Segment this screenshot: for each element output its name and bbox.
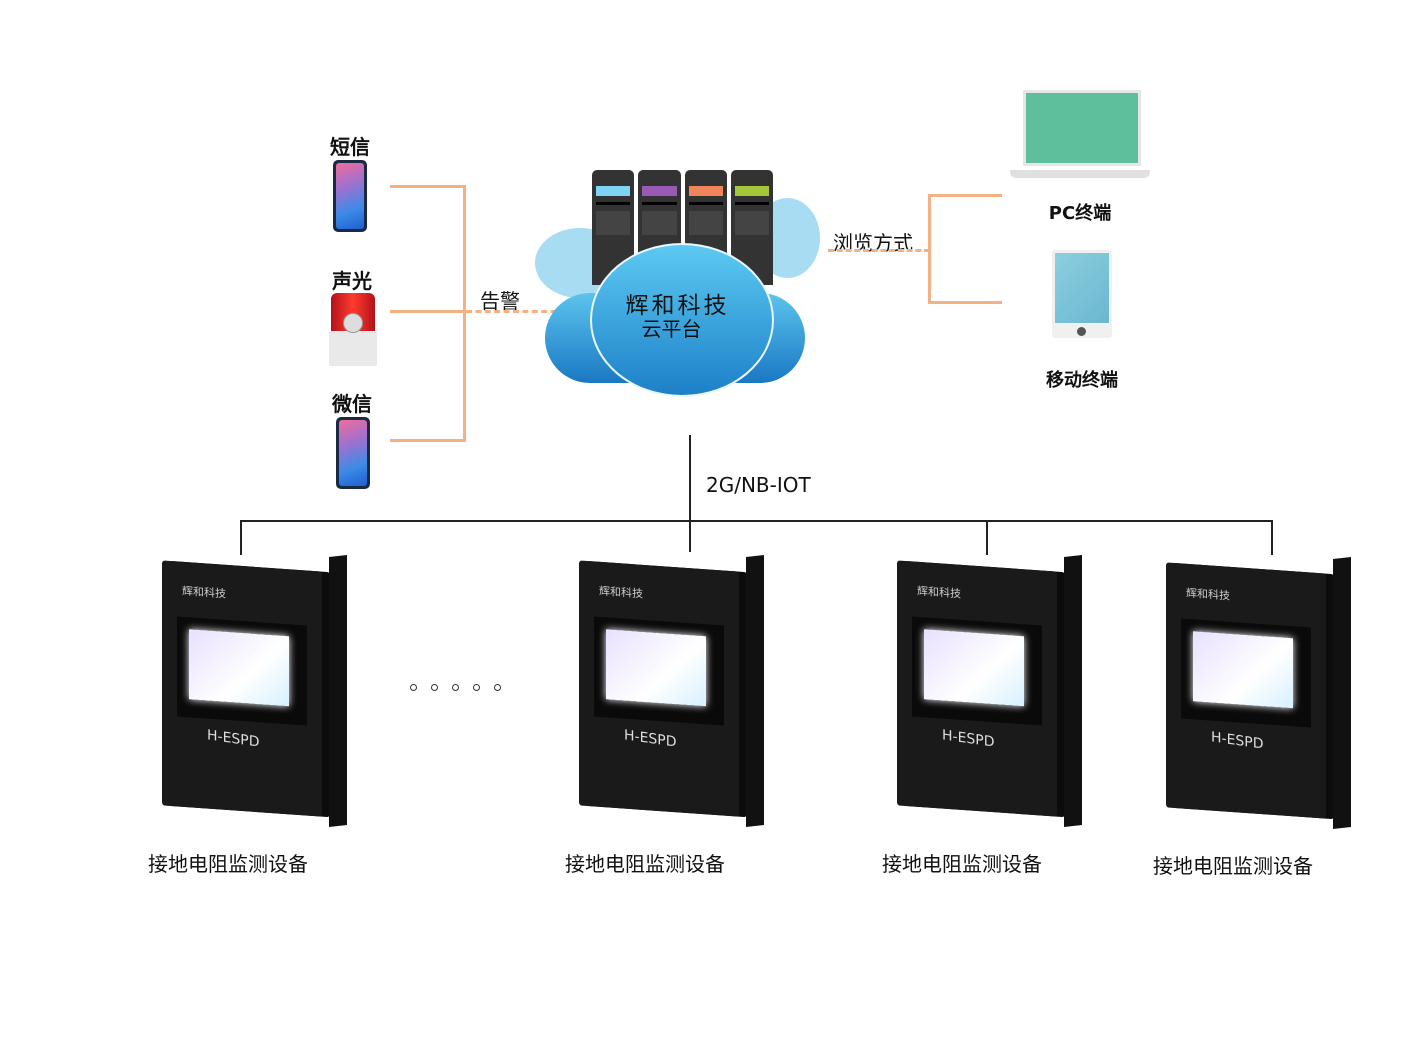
- monitoring-device: 辉和科技 H-ESPD: [162, 555, 347, 827]
- alert-label: 告警: [480, 289, 520, 313]
- browse-dashed-line: [828, 249, 930, 252]
- ellipsis-dot: [410, 684, 417, 691]
- connector-line: [390, 185, 466, 188]
- sms-label: 短信: [330, 135, 370, 159]
- device-logo: 辉和科技: [917, 584, 961, 601]
- monitoring-device: 辉和科技 H-ESPD: [1166, 557, 1351, 829]
- device-screen: [924, 629, 1024, 707]
- device-logo: 辉和科技: [182, 584, 226, 601]
- device-label: 接地电阻监测设备: [148, 852, 308, 876]
- monitoring-device: 辉和科技 H-ESPD: [897, 555, 1082, 827]
- device-label: 接地电阻监测设备: [882, 852, 1042, 876]
- sound-light-label: 声光: [332, 269, 372, 293]
- drop-line: [240, 520, 242, 555]
- connector-line: [463, 185, 466, 442]
- device-logo: 辉和科技: [1186, 586, 1230, 603]
- device-screen: [1193, 631, 1293, 709]
- tablet-icon: [1052, 250, 1112, 338]
- alarm-light-icon: [329, 293, 377, 366]
- ellipsis-dot: [494, 684, 501, 691]
- cloud-subtitle: 云平台: [641, 317, 702, 341]
- connector-line: [928, 194, 931, 304]
- device-logo: 辉和科技: [599, 584, 643, 601]
- monitoring-device: 辉和科技 H-ESPD: [579, 555, 764, 827]
- ellipsis-dot: [473, 684, 480, 691]
- cloud-platform: 辉和科技 云平台: [535, 168, 820, 397]
- connector-line: [928, 194, 1002, 197]
- pc-terminal-label: PC终端: [1048, 203, 1112, 224]
- connector-line: [390, 310, 466, 313]
- device-screen: [189, 629, 289, 707]
- connector-line: [390, 439, 466, 442]
- phone-icon: [333, 160, 367, 232]
- device-label: 接地电阻监测设备: [565, 852, 725, 876]
- network-label: 2G/NB-IOT: [706, 473, 811, 497]
- connector-line: [928, 301, 1002, 304]
- device-screen: [606, 629, 706, 707]
- wechat-label: 微信: [332, 392, 372, 416]
- phone-icon: [336, 417, 370, 489]
- drop-line: [1271, 520, 1273, 555]
- device-label: 接地电阻监测设备: [1153, 854, 1313, 878]
- ellipsis-dot: [452, 684, 459, 691]
- uplink-line: [689, 435, 691, 552]
- cloud-title: 辉和科技: [625, 293, 730, 319]
- bus-line: [241, 520, 1273, 522]
- ellipsis-dot: [431, 684, 438, 691]
- alert-dashed-line: [466, 310, 566, 313]
- laptop-icon: [1010, 90, 1150, 186]
- drop-line: [986, 520, 988, 555]
- mobile-terminal-label: 移动终端: [1046, 370, 1118, 391]
